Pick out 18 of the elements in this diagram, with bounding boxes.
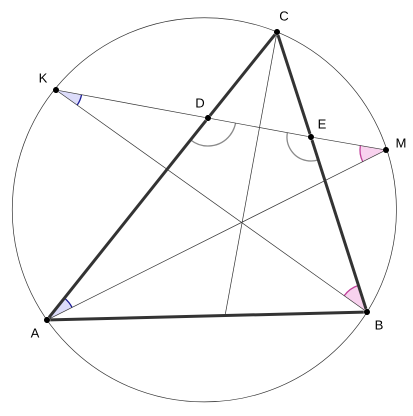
point-label: M [396, 138, 406, 148]
line-segment [224, 34, 277, 316]
point-label: D [196, 98, 204, 108]
line-segment [208, 34, 276, 116]
point-label: C [280, 11, 288, 21]
line-segment [210, 118, 308, 137]
point-label: K [40, 74, 48, 82]
line-segment [314, 137, 384, 150]
line-segment [50, 151, 384, 319]
point-label: E [318, 120, 326, 128]
line-segment [276, 34, 312, 134]
point-label: B [376, 320, 383, 330]
line-segment [48, 120, 208, 318]
line-segment [50, 310, 364, 322]
line-segment [58, 90, 206, 118]
line-segment [58, 92, 365, 310]
line-segment [310, 140, 368, 310]
point-label: A [30, 328, 40, 338]
